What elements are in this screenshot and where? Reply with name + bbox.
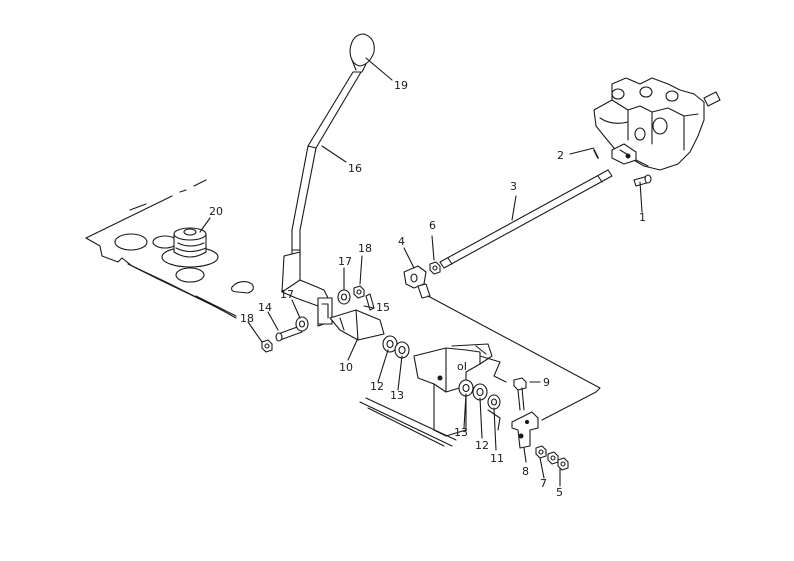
lever-bracket-8 xyxy=(511,411,539,449)
nut-7 xyxy=(535,445,547,459)
bracket-marking: oI xyxy=(457,360,467,373)
knob xyxy=(349,33,375,73)
callout-7: 7 xyxy=(540,477,547,490)
callout-20: 20 xyxy=(209,205,223,218)
bushing-upper xyxy=(337,289,351,305)
callout-2: 2 xyxy=(557,149,564,162)
nut-left xyxy=(261,339,273,353)
control-valve xyxy=(593,77,721,171)
linkage-lines xyxy=(427,295,601,421)
leader-lines xyxy=(199,57,643,487)
bushing-left xyxy=(295,316,309,332)
floor-plate xyxy=(85,179,254,319)
callout-12-right: 12 xyxy=(475,439,489,452)
shift-lever xyxy=(281,71,362,327)
nut-5b xyxy=(557,457,569,471)
callout-13-left: 13 xyxy=(390,389,404,402)
callout-3: 3 xyxy=(510,180,517,193)
pin-left xyxy=(275,325,303,342)
shaft xyxy=(329,309,385,341)
callout-10: 10 xyxy=(339,361,353,374)
cotter-pin-2 xyxy=(593,149,599,159)
callout-11: 11 xyxy=(490,452,504,465)
callout-15: 15 xyxy=(376,301,390,314)
callout-5: 5 xyxy=(556,486,563,499)
callout-6: 6 xyxy=(429,219,436,232)
callout-14: 14 xyxy=(258,301,272,314)
rod-end-4 xyxy=(403,265,431,299)
callout-8: 8 xyxy=(522,465,529,478)
nut-upper xyxy=(353,285,365,299)
nut-6 xyxy=(429,261,441,275)
callout-4: 4 xyxy=(398,235,405,248)
callout-12-left: 12 xyxy=(370,380,384,393)
callout-9: 9 xyxy=(543,376,550,389)
washer-center-13 xyxy=(394,341,410,359)
callout-17-upper: 17 xyxy=(338,255,352,268)
washer-right-12 xyxy=(472,383,488,401)
bolt-9 xyxy=(513,377,527,411)
callout-18-left: 18 xyxy=(240,312,254,325)
callout-1: 1 xyxy=(639,211,646,224)
rubber-boot xyxy=(161,227,219,268)
control-rod-3 xyxy=(439,169,613,269)
bracket-housing xyxy=(359,343,493,447)
callout-16: 16 xyxy=(348,162,362,175)
callout-13-right: 13 xyxy=(454,426,468,439)
callout-labels: 1 2 3 4 5 6 7 8 9 10 11 12 12 13 13 14 1… xyxy=(209,79,646,499)
nut-5a xyxy=(547,451,559,465)
callout-17-left: 17 xyxy=(280,288,294,301)
callout-19: 19 xyxy=(394,79,408,92)
clevis-pin-1 xyxy=(633,174,652,187)
callout-18-upper: 18 xyxy=(358,242,372,255)
